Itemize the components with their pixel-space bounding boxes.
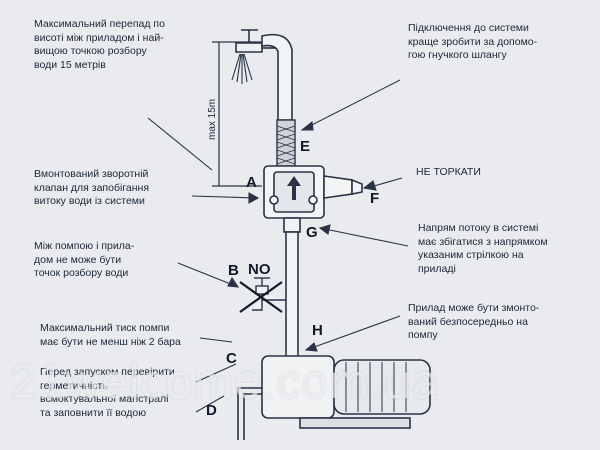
cross-icon <box>239 281 283 313</box>
height-dimension <box>212 41 262 187</box>
label-d: D <box>206 402 217 419</box>
note-max-pressure: Максимальний тиск помпи має бути не менш… <box>40 322 181 348</box>
flexible-hose <box>276 119 296 167</box>
pressure-controller <box>263 165 363 219</box>
label-h: H <box>312 322 323 339</box>
label-f: F <box>370 190 380 207</box>
label-a: A <box>246 174 257 191</box>
leader-lines <box>147 79 409 413</box>
pump <box>261 355 431 429</box>
forbidden-tap <box>252 277 286 311</box>
label-b: B <box>228 262 239 279</box>
note-flow-direction: Напрям потоку в системі має збігатися з … <box>418 222 548 275</box>
note-flexible-connection: Підключення до системи краще зробити за … <box>408 22 538 62</box>
suction-line <box>237 387 262 440</box>
note-check-valve: Вмонтований зворотній клапан для запобіг… <box>34 168 150 208</box>
note-height-limit: Максимальний перепад по висоті між прила… <box>34 18 165 71</box>
water-spray <box>231 53 253 84</box>
note-do-not-touch: НЕ ТОРКАТИ <box>416 166 481 178</box>
note-no-outlets: Між помпою і прила- дом не може бути точ… <box>34 240 135 280</box>
note-before-start: Перед запуском перевірити герметичність … <box>40 366 175 419</box>
tap-icon <box>235 29 276 53</box>
flow-arrow-icon <box>287 176 301 200</box>
label-c: C <box>226 350 237 367</box>
label-e: E <box>300 138 311 155</box>
note-direct-mount: Прилад може бути змонто- ваний безпосере… <box>408 302 540 342</box>
watermark: 21welcome.com.ua <box>10 356 440 409</box>
height-label: max 15m <box>207 98 218 140</box>
lower-pipe <box>283 217 301 359</box>
label-no: NO <box>248 261 271 278</box>
label-g: G <box>306 224 318 241</box>
